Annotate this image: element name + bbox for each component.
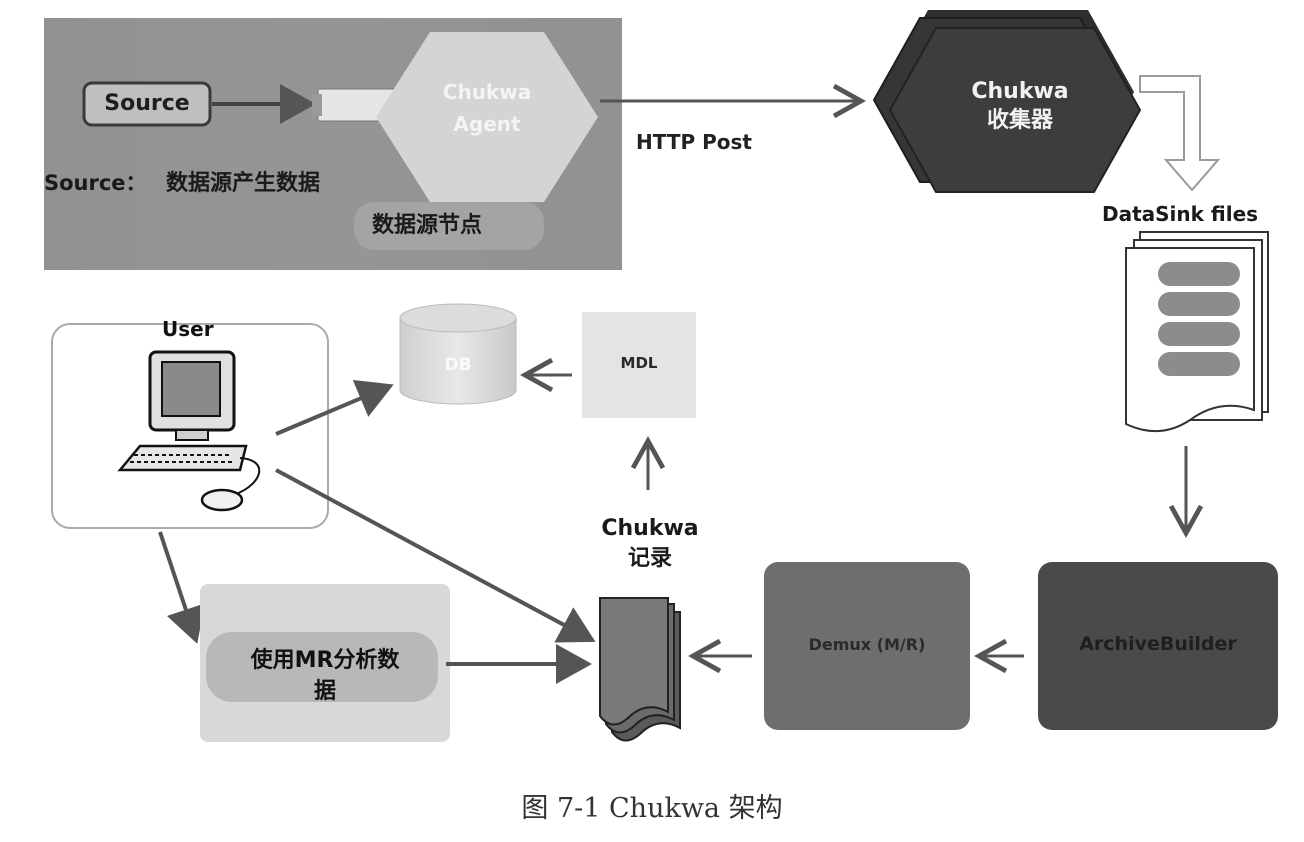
figure-caption: 图 7-1 Chukwa 架构	[521, 793, 783, 824]
source-node-label: 数据源节点	[372, 213, 483, 238]
archive-builder-box	[1038, 562, 1278, 730]
chukwa-records-label: Chukwa 记录	[601, 516, 699, 571]
chukwa-records-icon	[599, 597, 681, 742]
datasink-files-icon	[1125, 231, 1269, 433]
agent-label: Chukwa Agent	[442, 80, 532, 136]
mr-analysis-label: 使用MR分析数 据	[250, 648, 400, 704]
collector-hexagon-front	[888, 27, 1142, 193]
source-node-pill	[354, 202, 544, 250]
collector-label: Chukwa 收集器	[971, 79, 1069, 133]
source-box	[82, 81, 212, 127]
agent-hexagon	[376, 32, 598, 202]
source-box-label: Source	[104, 91, 190, 116]
collector-to-datasink-arrow	[1139, 75, 1221, 192]
db-label: DB	[444, 355, 472, 375]
database-icon	[399, 303, 517, 405]
mr-analysis-pill	[206, 632, 438, 702]
user-to-db-arrow	[275, 379, 394, 436]
source-description: 数据源产生数据	[166, 171, 321, 196]
demux-box	[764, 562, 970, 730]
http-post-label: HTTP Post	[636, 130, 752, 154]
agent-connector-tip	[312, 94, 322, 116]
demux-label: Demux (M/R)	[808, 635, 926, 654]
source-description-prefix: Source：	[44, 171, 147, 195]
datasink-label: DataSink files	[1102, 202, 1259, 226]
mdl-label: MDL	[620, 354, 658, 372]
computer-icon	[117, 350, 261, 512]
user-to-mr-arrow	[158, 531, 205, 644]
user-label: User	[162, 317, 214, 341]
mdl-box	[582, 312, 696, 418]
user-to-records-arrow	[275, 468, 596, 643]
archive-builder-label: ArchiveBuilder	[1079, 633, 1237, 655]
